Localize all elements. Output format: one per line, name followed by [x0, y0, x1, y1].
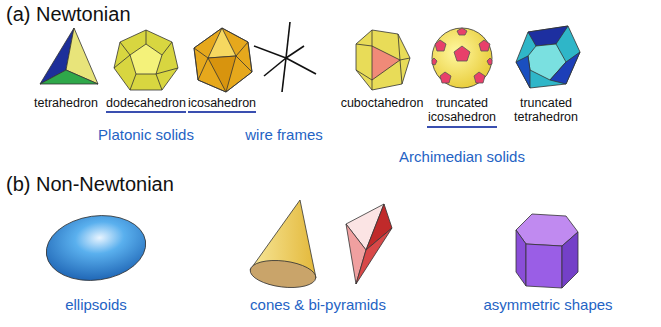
truncated-tetrahedron — [516, 26, 580, 88]
truncated-icosahedron-pentagons — [432, 28, 492, 83]
icosahedron-face — [208, 56, 236, 92]
dodecahedron-edges — [114, 30, 178, 90]
icosahedron — [194, 28, 252, 92]
shape-label: truncated tetrahedron — [511, 96, 581, 125]
group-label: cones & bi-pyramids — [250, 296, 386, 313]
shape-label: cuboctahedron — [341, 96, 424, 110]
shape-label: dodecahedron — [106, 96, 186, 113]
shape-label: truncated icosahedron — [427, 96, 497, 128]
cuboctahedron — [356, 30, 410, 90]
truncated-icosahedron — [432, 28, 492, 88]
section-heading: (b) Non-Newtonian — [6, 173, 174, 196]
group-label: wire frames — [245, 126, 323, 143]
ellipsoid — [42, 209, 150, 286]
group-label: asymmetric shapes — [483, 296, 612, 313]
wire-frame — [254, 22, 316, 92]
cone — [249, 200, 318, 291]
truncated-tetrahedron-face — [528, 26, 568, 46]
bi-pyramid — [346, 204, 392, 284]
cuboctahedron-face — [372, 46, 400, 80]
tetrahedron-face — [40, 70, 98, 84]
solid-figures — [40, 26, 580, 92]
group-label: Archimedian solids — [399, 148, 525, 165]
icosahedron-edges — [194, 28, 252, 92]
asymmetric-shape — [516, 214, 578, 288]
dodecahedron — [114, 30, 178, 90]
section-heading: (a) Newtonian — [6, 3, 131, 26]
group-label: ellipsoids — [65, 296, 127, 313]
truncated-tetrahedron-face — [516, 56, 530, 88]
shape-label: tetrahedron — [34, 96, 98, 110]
group-label: Platonic solids — [98, 126, 194, 143]
cuboctahedron-edges — [356, 30, 410, 90]
icosahedron-face — [208, 28, 236, 58]
shape-label: icosahedron — [188, 96, 256, 113]
truncated-tetrahedron-face — [550, 52, 580, 84]
dodecahedron-face — [130, 44, 162, 74]
